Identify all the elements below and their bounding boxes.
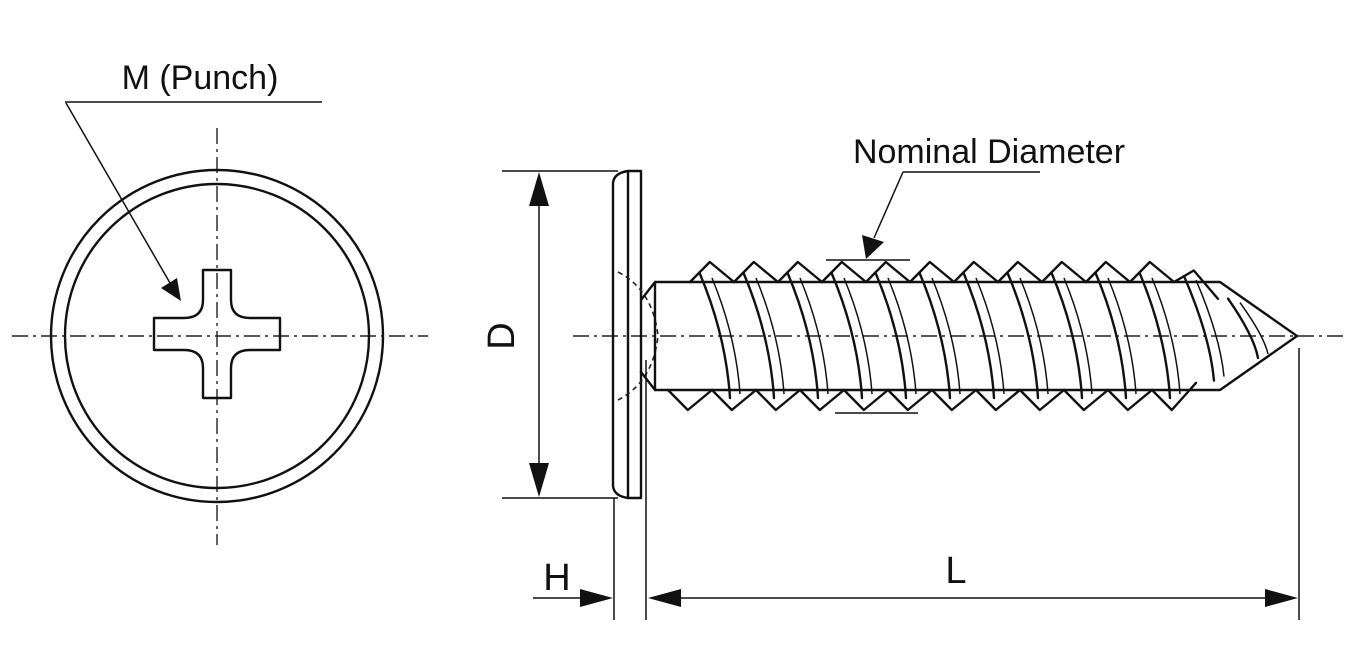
thread-crest-bottom bbox=[710, 388, 758, 412]
shank-outline bbox=[653, 280, 1299, 392]
thread-crest-top bbox=[864, 260, 912, 284]
head-outer-circle bbox=[49, 168, 385, 504]
d-arrow-top bbox=[529, 172, 549, 206]
nominal-diameter-label: Nominal Diameter bbox=[853, 133, 1125, 171]
head-height-dimension bbox=[533, 360, 647, 620]
thread-crest-top bbox=[1040, 260, 1088, 284]
length-label: L bbox=[945, 550, 966, 592]
thread-crest-bottom bbox=[842, 388, 890, 412]
thread-crest-top bbox=[1128, 260, 1176, 284]
recess-hidden-line bbox=[617, 271, 659, 401]
thread-helix-flank bbox=[755, 277, 785, 395]
thread-crest-bottom bbox=[1150, 381, 1198, 412]
thread-helix-flank bbox=[711, 277, 741, 395]
punch-leader-line bbox=[65, 102, 171, 284]
thread-helix-flank bbox=[1151, 277, 1181, 395]
phillips-recess bbox=[152, 268, 282, 400]
thread-crest-bottom bbox=[1062, 388, 1110, 412]
thread-crest-bottom bbox=[886, 388, 934, 412]
top-view bbox=[12, 128, 428, 545]
thread-helix-line bbox=[1006, 272, 1040, 400]
punch-leader bbox=[65, 101, 322, 301]
thread-crest-bottom bbox=[754, 388, 802, 412]
thread-helix-line bbox=[742, 272, 776, 400]
thread-helix-line bbox=[1182, 274, 1216, 382]
thread-helix-flank bbox=[1063, 277, 1093, 395]
thread-helix-flank bbox=[799, 277, 829, 395]
thread-helix-line bbox=[874, 272, 908, 400]
thread-crest-bottom bbox=[1018, 388, 1066, 412]
nominal-leader-line bbox=[873, 171, 904, 239]
thread-helix-line bbox=[1094, 272, 1128, 400]
thread-helix-flank bbox=[931, 277, 961, 395]
length-dimension bbox=[648, 348, 1300, 620]
head-inner-circle bbox=[63, 182, 371, 490]
thread-helix-flank bbox=[887, 277, 917, 395]
thread-helix-line bbox=[786, 272, 820, 400]
thread-helix-line bbox=[1138, 272, 1172, 400]
thread-crest-top bbox=[908, 260, 956, 284]
punch-label: M (Punch) bbox=[122, 59, 279, 97]
thread-crest-bottom bbox=[974, 388, 1022, 412]
thread-helix-line bbox=[918, 272, 952, 400]
h-arrow bbox=[580, 589, 613, 607]
thread-crest-top bbox=[820, 260, 868, 284]
thread-crest-bottom bbox=[1106, 388, 1154, 412]
thread-group bbox=[666, 260, 1269, 412]
thread-helix-line bbox=[698, 272, 732, 400]
thread-crest-top bbox=[1172, 269, 1220, 301]
thread-crest-bottom bbox=[666, 388, 714, 412]
head-height-label: H bbox=[543, 557, 570, 599]
nominal-diameter-annotation bbox=[826, 171, 1040, 414]
head-diameter-dimension bbox=[502, 170, 618, 499]
punch-leader-arrow bbox=[161, 278, 181, 301]
thread-helix-flank bbox=[1019, 277, 1049, 395]
head-diameter-label: D bbox=[481, 322, 523, 349]
side-view bbox=[573, 169, 1345, 500]
l-arrow-right bbox=[1265, 589, 1298, 607]
nominal-leader-arrow bbox=[862, 235, 884, 259]
thread-helix-flank bbox=[1107, 277, 1137, 395]
d-arrow-bottom bbox=[529, 463, 549, 497]
l-arrow-left bbox=[648, 589, 681, 607]
thread-crest-bottom bbox=[930, 388, 978, 412]
thread-helix-line bbox=[962, 272, 996, 400]
thread-crest-top bbox=[1084, 260, 1132, 284]
thread-crest-bottom bbox=[798, 388, 846, 412]
thread-helix-flank bbox=[1239, 302, 1269, 355]
thread-crest-top bbox=[732, 260, 780, 284]
thread-crest-top bbox=[776, 260, 824, 284]
thread-helix-line bbox=[830, 272, 864, 400]
thread-helix-flank bbox=[843, 277, 873, 395]
thread-helix-flank bbox=[975, 277, 1005, 395]
thread-helix-line bbox=[1226, 297, 1260, 360]
thread-helix-line bbox=[1050, 272, 1084, 400]
thread-crest-top bbox=[688, 260, 736, 284]
washer-head bbox=[611, 169, 643, 500]
underhead-fillet-top bbox=[639, 280, 657, 302]
thread-crest-top bbox=[996, 260, 1044, 284]
thread-helix-flank bbox=[1195, 279, 1225, 377]
underhead-fillet-bottom bbox=[639, 370, 657, 392]
thread-crest-top bbox=[952, 260, 1000, 284]
